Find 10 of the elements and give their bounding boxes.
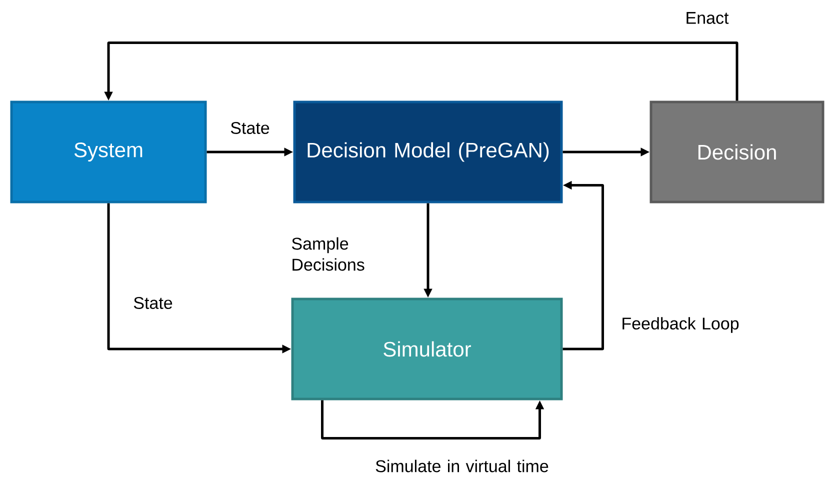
process-box: System (10, 100, 207, 204)
edge-label: Feedback Loop (622, 317, 739, 333)
process-box: Decision (650, 100, 824, 204)
edge-label: Simulate in virtual time (376, 460, 548, 472)
edge-label: State (134, 296, 172, 310)
edge-label: Enact (686, 12, 729, 24)
process-box: Simulator (291, 298, 563, 400)
process-box: Decision Model (PreGAN) (293, 100, 563, 204)
edge-label: Sample Decisions (292, 237, 364, 271)
edge-label: State (230, 122, 270, 134)
